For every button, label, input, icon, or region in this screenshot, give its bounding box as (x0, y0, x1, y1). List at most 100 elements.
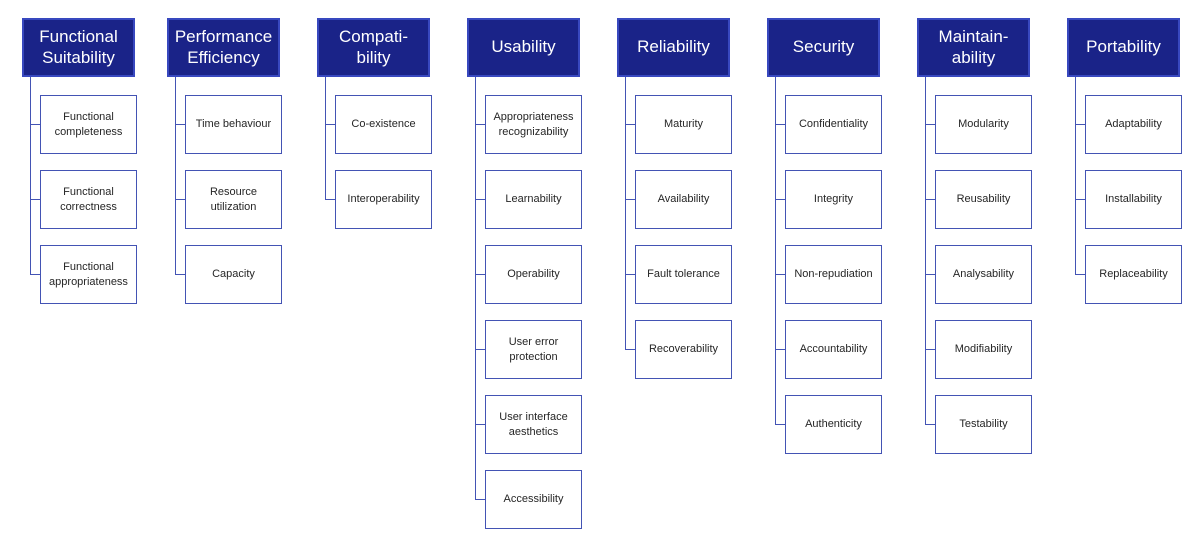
sub-characteristic-label: Resource utilization (209, 186, 258, 213)
connector-stub (474, 123, 485, 125)
sub-characteristic-label: Co-existence (351, 118, 416, 131)
sub-characteristic-label: Interoperability (347, 193, 420, 206)
category-header: Compati- bility (317, 18, 430, 77)
sub-characteristic-box: Testability (924, 395, 1032, 454)
category-column-usability: Usability Appropriateness recognizabilit… (467, 18, 617, 538)
sub-characteristic-label: Installability (1105, 193, 1162, 206)
connector-stub (1074, 123, 1085, 125)
category-header: Portability (1067, 18, 1180, 77)
connector-stub (774, 273, 785, 275)
sub-characteristic-box: Functional correctness (29, 170, 137, 229)
sub-characteristic-box: Modifiability (924, 320, 1032, 379)
sub-characteristic-label: Functional appropriateness (49, 261, 128, 288)
sub-characteristic-box: Maturity (624, 95, 732, 154)
sub-characteristic-label: Authenticity (805, 418, 862, 431)
category-header: Security (767, 18, 880, 77)
sub-characteristic-label: Replaceability (1099, 268, 1168, 281)
sub-characteristic-box: Availability (624, 170, 732, 229)
sub-characteristic-box: Functional appropriateness (29, 245, 137, 304)
sub-characteristic-label: User error protection (508, 336, 559, 363)
sub-characteristic-label: Time behaviour (195, 118, 272, 131)
connector-stub (924, 273, 935, 275)
category-header: Performance Efficiency (167, 18, 280, 77)
sub-characteristic-label: Functional correctness (60, 186, 117, 213)
connector-stub (324, 123, 335, 125)
sub-characteristic-box: Interoperability (324, 170, 432, 229)
sub-characteristic-label: Fault tolerance (647, 268, 720, 281)
sub-characteristic-box: Time behaviour (174, 95, 282, 154)
connector-line (475, 77, 476, 500)
connector-stub (474, 423, 485, 425)
sub-characteristic-label: Learnability (505, 193, 562, 206)
connector-stub (924, 348, 935, 350)
connector-stub (624, 123, 635, 125)
sub-characteristic-label: Functional completeness (54, 111, 123, 138)
sub-characteristic-box: Functional completeness (29, 95, 137, 154)
connector-stub (474, 273, 485, 275)
connector-stub (324, 198, 335, 200)
sub-characteristic-label: Non-repudiation (794, 268, 873, 281)
sub-characteristic-box: Authenticity (774, 395, 882, 454)
connector-stub (924, 423, 935, 425)
connector-line (775, 77, 776, 425)
category-column-compatibility: Compati- bility Co-existence Interoperab… (317, 18, 467, 538)
sub-characteristic-box: Integrity (774, 170, 882, 229)
category-column-performance-efficiency: Performance Efficiency Time behaviour Re… (167, 18, 317, 538)
sub-characteristic-label: Integrity (813, 193, 854, 206)
connector-stub (774, 423, 785, 425)
sub-characteristic-label: Operability (507, 268, 560, 281)
sub-characteristic-box: Operability (474, 245, 582, 304)
sub-characteristic-label: Accessibility (503, 493, 564, 506)
sub-characteristic-box: Accountability (774, 320, 882, 379)
sub-characteristic-box: User error protection (474, 320, 582, 379)
category-column-maintainability: Maintain- ability Modularity Reusability… (917, 18, 1067, 538)
sub-characteristic-label: Testability (959, 418, 1008, 431)
sub-characteristic-label: Maturity (663, 118, 704, 131)
sub-characteristic-label: Accountability (799, 343, 868, 356)
sub-characteristic-box: Reusability (924, 170, 1032, 229)
connector-stub (174, 123, 185, 125)
sub-characteristic-label: User interface aesthetics (499, 411, 568, 438)
connector-stub (174, 273, 185, 275)
sub-characteristic-box: Analysability (924, 245, 1032, 304)
connector-stub (924, 123, 935, 125)
category-column-portability: Portability Adaptability Installability … (1067, 18, 1200, 538)
sub-characteristic-label: Adaptability (1105, 118, 1162, 131)
sub-characteristic-label: Modifiability (954, 343, 1013, 356)
connector-stub (474, 498, 485, 500)
category-header: Usability (467, 18, 580, 77)
connector-stub (624, 273, 635, 275)
sub-characteristic-label: Analysability (952, 268, 1015, 281)
category-column-reliability: Reliability Maturity Availability Fault … (617, 18, 767, 538)
sub-characteristic-label: Modularity (958, 118, 1009, 131)
sub-characteristic-box: Non-repudiation (774, 245, 882, 304)
connector-line (325, 77, 326, 200)
sub-characteristic-box: Fault tolerance (624, 245, 732, 304)
sub-characteristic-label: Availability (657, 193, 710, 206)
connector-stub (174, 198, 185, 200)
sub-characteristic-box: Installability (1074, 170, 1182, 229)
connector-line (30, 77, 31, 275)
sub-characteristic-box: Co-existence (324, 95, 432, 154)
connector-stub (29, 198, 40, 200)
connector-line (925, 77, 926, 425)
connector-stub (624, 348, 635, 350)
connector-stub (474, 198, 485, 200)
sub-characteristic-box: User interface aesthetics (474, 395, 582, 454)
sub-characteristic-box: Adaptability (1074, 95, 1182, 154)
sub-characteristic-box: Recoverability (624, 320, 732, 379)
connector-stub (624, 198, 635, 200)
sub-characteristic-box: Confidentiality (774, 95, 882, 154)
connector-stub (474, 348, 485, 350)
connector-stub (1074, 273, 1085, 275)
sub-characteristic-box: Modularity (924, 95, 1032, 154)
connector-stub (774, 123, 785, 125)
sub-characteristic-box: Accessibility (474, 470, 582, 529)
category-column-functional-suitability: Functional Suitability Functional comple… (22, 18, 172, 538)
sub-characteristic-box: Appropriateness recognizability (474, 95, 582, 154)
connector-stub (29, 123, 40, 125)
sub-characteristic-box: Resource utilization (174, 170, 282, 229)
connector-stub (29, 273, 40, 275)
connector-stub (924, 198, 935, 200)
sub-characteristic-label: Capacity (212, 268, 255, 281)
